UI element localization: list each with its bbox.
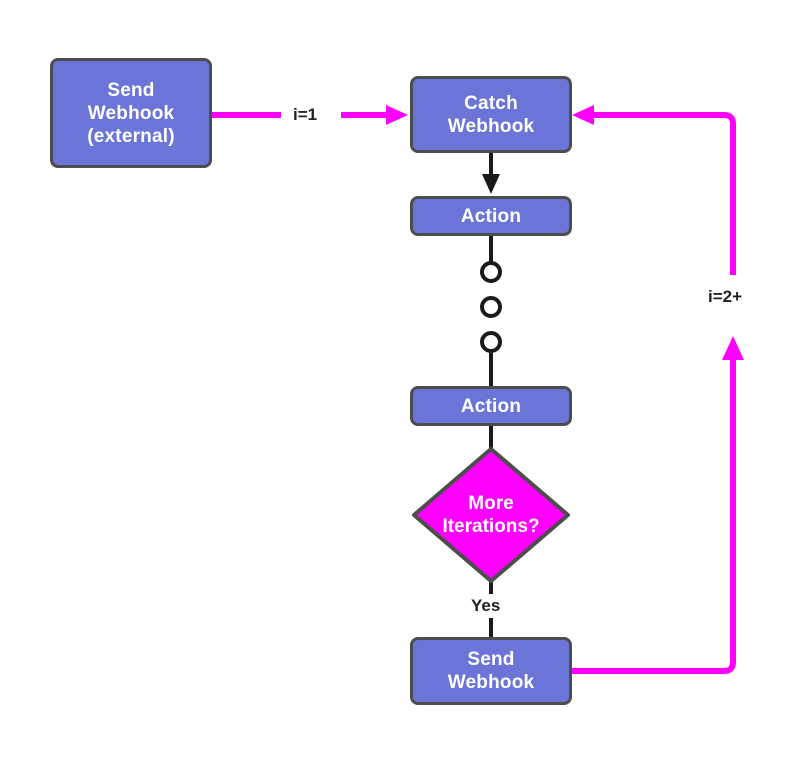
edge-label-i-equals-1: i=1 bbox=[288, 104, 323, 125]
ellipsis-circle-3 bbox=[480, 331, 502, 353]
edge-send-to-catch-loop bbox=[572, 105, 744, 674]
node-more-iterations-label: More Iterations? bbox=[442, 493, 540, 537]
ellipsis-circle-1 bbox=[480, 261, 502, 283]
node-send-webhook[interactable]: Send Webhook bbox=[410, 637, 572, 705]
edge-catch-to-action-first bbox=[482, 152, 500, 194]
edge-label-i-equals-2-plus: i=2+ bbox=[703, 286, 748, 307]
edge-label-yes: Yes bbox=[466, 595, 506, 616]
node-send-webhook-external[interactable]: Send Webhook (external) bbox=[50, 58, 212, 168]
ellipsis-circle-2 bbox=[480, 296, 502, 318]
node-action-first[interactable]: Action bbox=[410, 196, 572, 236]
edge-external-to-catch bbox=[212, 105, 408, 125]
node-more-iterations[interactable]: More Iterations? bbox=[414, 449, 568, 581]
decision-shape-more-iterations[interactable] bbox=[412, 447, 570, 583]
node-action-last[interactable]: Action bbox=[410, 386, 572, 426]
node-catch-webhook[interactable]: Catch Webhook bbox=[410, 76, 572, 153]
